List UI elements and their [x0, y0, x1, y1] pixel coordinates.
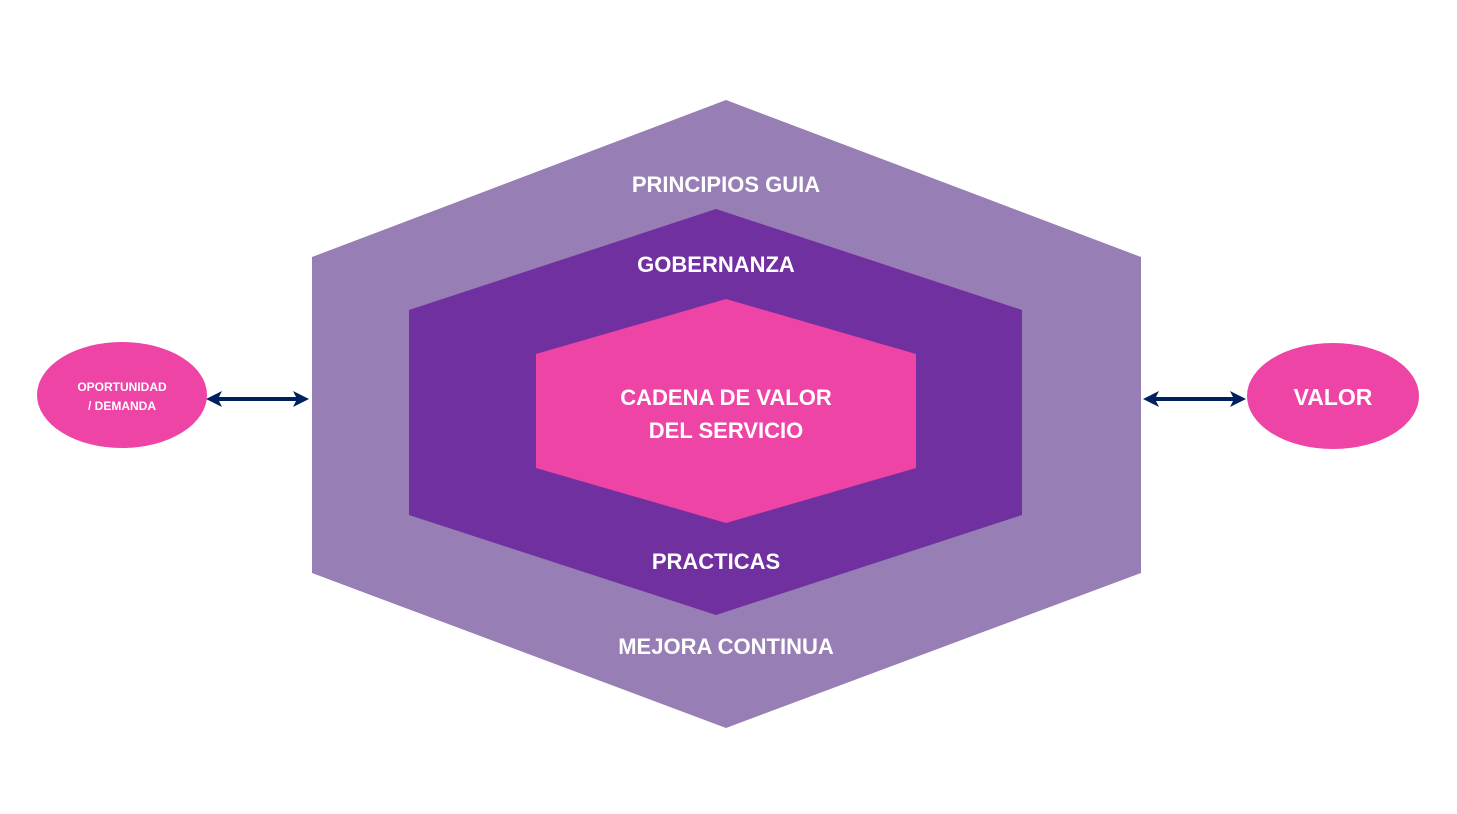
inner-hexagon: [536, 299, 916, 523]
oportunidad-demanda-ellipse: [37, 342, 207, 448]
valor-label: VALOR: [1294, 384, 1373, 410]
practicas-label: PRACTICAS: [652, 549, 780, 574]
principios-guia-label: PRINCIPIOS GUIA: [632, 172, 820, 197]
cadena-valor-line2: DEL SERVICIO: [649, 418, 803, 443]
gobernanza-label: GOBERNANZA: [637, 252, 795, 277]
cadena-valor-line1: CADENA DE VALOR: [620, 385, 832, 410]
demanda-label: / DEMANDA: [88, 399, 156, 413]
oportunidad-label: OPORTUNIDAD: [77, 380, 167, 394]
valor-ellipse: [1247, 343, 1419, 449]
mejora-continua-label: MEJORA CONTINUA: [618, 634, 834, 659]
